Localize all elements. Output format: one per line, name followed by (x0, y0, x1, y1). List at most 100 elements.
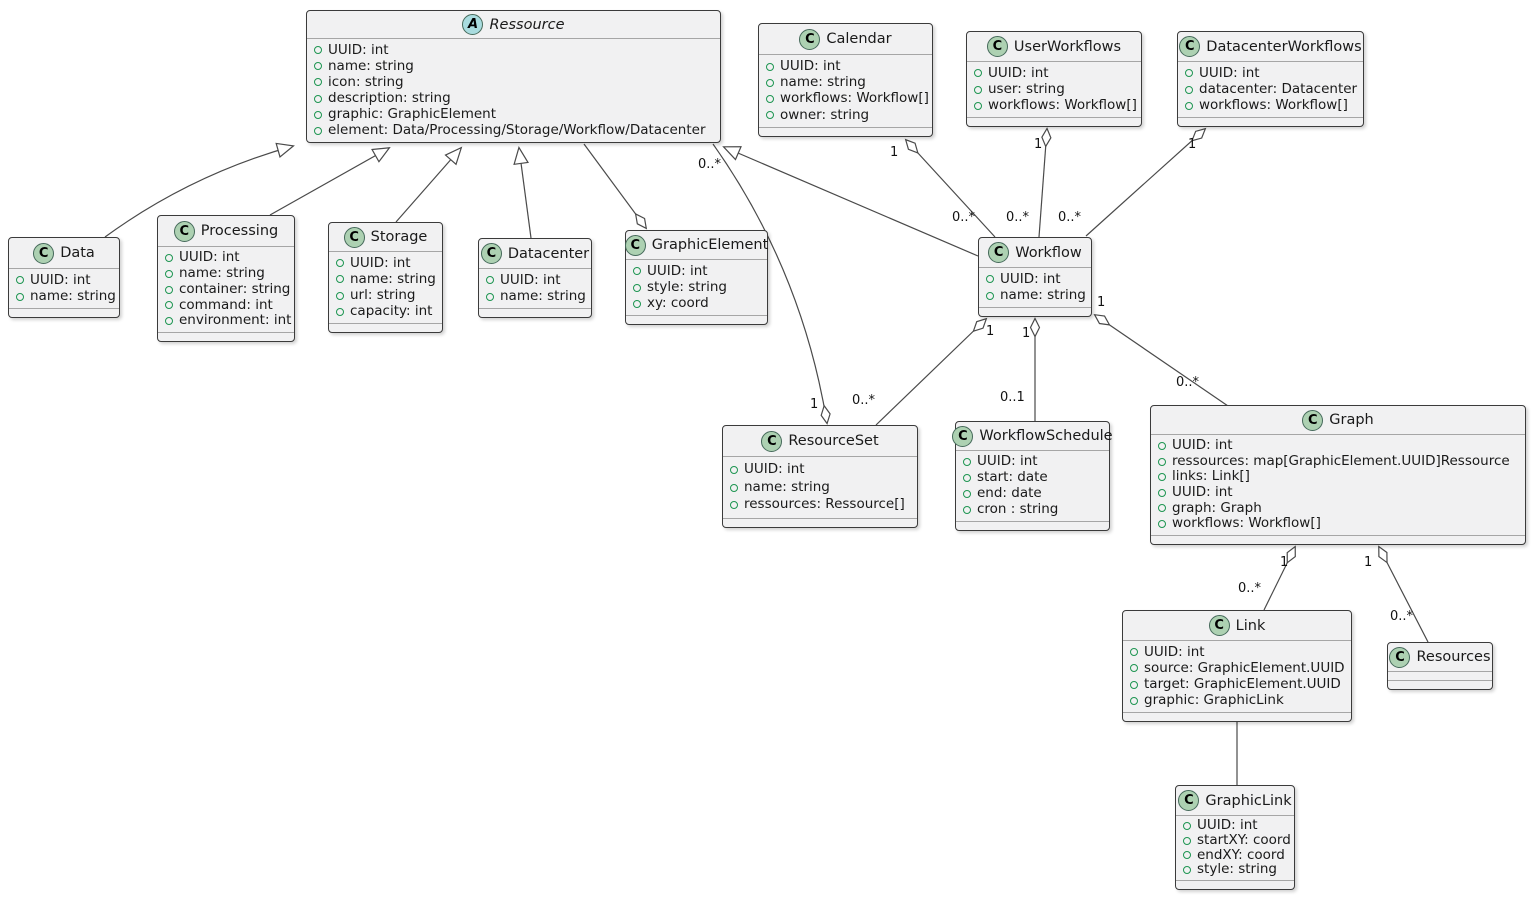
field-visibility-icon (963, 489, 971, 498)
attribute-text: icon: string (328, 73, 404, 90)
class-attribute: UUID: int (1123, 645, 1351, 660)
class-name: ResourceSet (788, 433, 879, 449)
class-icon: C (480, 243, 502, 264)
multiplicity-label: 1 (810, 397, 819, 412)
multiplicity-label: 0..* (1006, 210, 1030, 225)
field-visibility-icon (336, 291, 344, 300)
field-visibility-icon (165, 269, 173, 278)
class-attribute: element: Data/Processing/Storage/Workflo… (307, 123, 720, 138)
attribute-text: user: string (988, 80, 1065, 97)
relationship-data-ressource (104, 142, 295, 238)
field-visibility-icon (730, 483, 738, 492)
class-attribute: UUID: int (158, 251, 294, 265)
class-attribute: style: string (626, 280, 767, 295)
class-title: C ResourceSet (723, 426, 917, 457)
class-attribute: endXY: coord (1176, 848, 1294, 863)
attribute-text: start: date (977, 469, 1048, 486)
empty-attributes-compartment (1388, 672, 1492, 680)
class-attribute: UUID: int (1176, 819, 1294, 833)
field-visibility-icon (165, 317, 173, 325)
attribute-text: UUID: int (500, 271, 561, 288)
field-visibility-icon (1130, 664, 1138, 673)
relationship-storage-ressource (395, 146, 463, 223)
field-visibility-icon (336, 259, 344, 268)
field-visibility-icon (314, 78, 322, 87)
class-icon: C (988, 242, 1010, 263)
attribute-text: ressources: Ressource[] (744, 496, 905, 513)
class-icon: C (173, 220, 195, 242)
field-visibility-icon (633, 283, 641, 292)
multiplicity-label: 0..* (698, 157, 722, 172)
attribute-text: capacity: int (350, 302, 433, 319)
class-name: Storage (370, 229, 428, 245)
attribute-text: name: string (179, 265, 265, 281)
field-visibility-icon (1183, 866, 1191, 874)
relationship-graph-workflow (1093, 313, 1229, 407)
attribute-text: name: string (744, 478, 830, 495)
multiplicity-label: 0..* (852, 393, 876, 408)
field-visibility-icon (986, 291, 994, 300)
attribute-text: command: int (179, 296, 273, 313)
attribute-text: name: string (350, 270, 436, 287)
relationship-ressource-graphicelement (583, 143, 648, 230)
class-attribute: environment: int (158, 314, 294, 328)
relationship-workflow-datacenterworkflows (1085, 127, 1207, 237)
class-icon: C (624, 234, 646, 256)
field-visibility-icon (730, 465, 738, 474)
empty-methods-compartment (956, 521, 1109, 530)
empty-methods-compartment (967, 117, 1141, 126)
class-attribute: name: string (479, 289, 591, 304)
attribute-text: UUID: int (977, 453, 1038, 470)
multiplicity-label: 1 (1097, 295, 1106, 310)
class-attribute: startXY: coord (1176, 833, 1294, 848)
class-icon: C (1389, 646, 1411, 668)
relationship-workflow-ressource (722, 146, 979, 257)
field-visibility-icon (486, 292, 494, 301)
class-icon: C (761, 430, 783, 452)
class-attribute: UUID: int (967, 66, 1141, 81)
class-icon: C (1208, 615, 1230, 636)
field-visibility-icon (16, 276, 24, 285)
attribute-text: workflows: Workflow[] (780, 90, 929, 107)
class-title: C Processing (158, 216, 294, 247)
class-attribute: UUID: int (479, 271, 591, 288)
class-title: C GraphicElement (624, 231, 769, 260)
field-visibility-icon (974, 69, 982, 78)
class-attribute: graphic: GraphicElement (307, 105, 720, 122)
attribute-text: graphic: GraphicElement (328, 105, 497, 122)
attribute-text: owner: string (780, 106, 870, 123)
class-attribute: graphic: GraphicLink (1123, 693, 1351, 708)
field-visibility-icon (633, 267, 641, 276)
field-visibility-icon (336, 307, 344, 316)
empty-methods-compartment (1388, 680, 1492, 689)
class-attribute: UUID: int (626, 264, 767, 279)
field-visibility-icon (1183, 836, 1191, 845)
field-visibility-icon (314, 110, 322, 119)
field-visibility-icon (1185, 101, 1193, 110)
class-name: Processing (200, 223, 279, 239)
attribute-text: name: string (30, 287, 116, 304)
attribute-text: UUID: int (350, 254, 411, 271)
field-visibility-icon (165, 285, 173, 294)
field-visibility-icon (1130, 648, 1138, 657)
multiplicity-label: 0..* (1058, 210, 1082, 225)
class-name: GraphicElement (651, 237, 769, 253)
attribute-text: style: string (1197, 861, 1277, 878)
attribute-text: container: string (179, 280, 291, 297)
